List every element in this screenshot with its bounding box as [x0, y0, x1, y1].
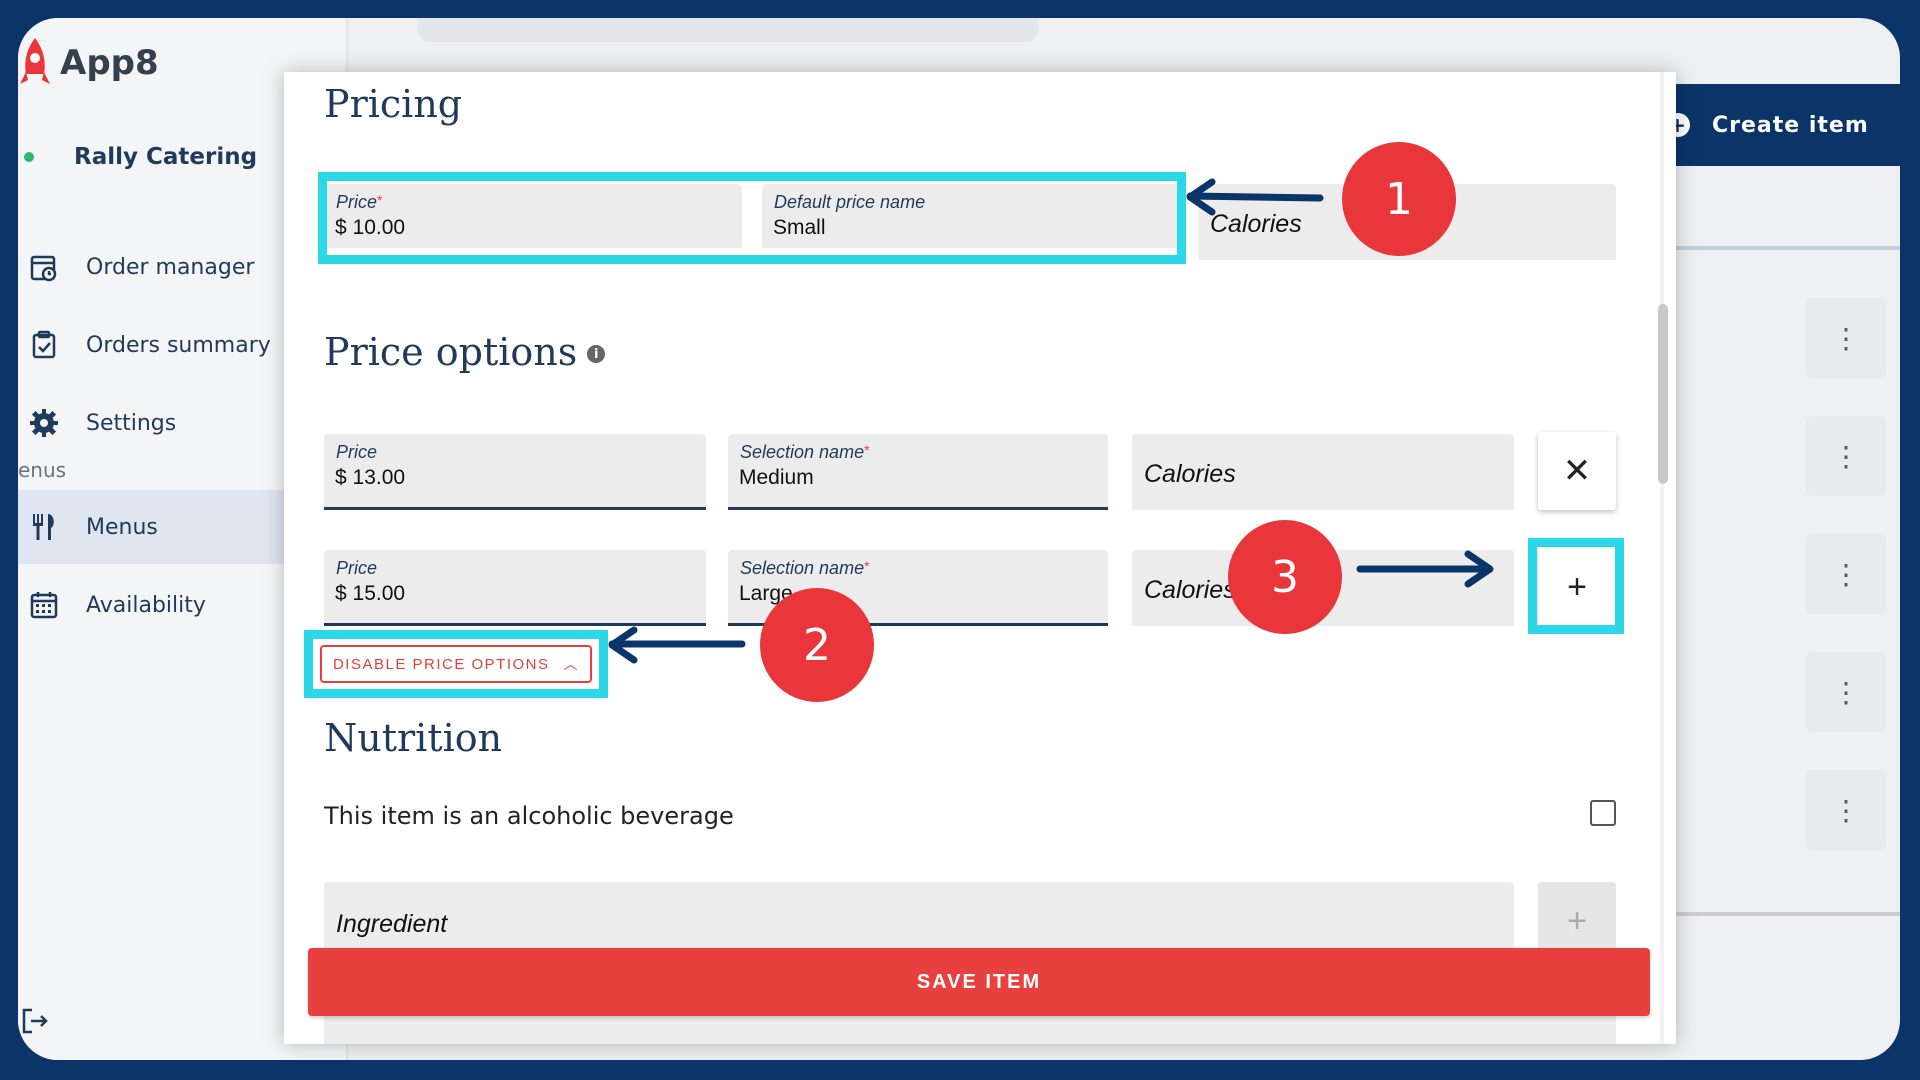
kebab-menu-icon[interactable]: ⋮ — [1806, 770, 1886, 850]
price-options-title: Price options — [324, 330, 578, 374]
selection-name-label: Selection name* — [740, 442, 870, 462]
org-name: Rally Catering — [74, 144, 258, 170]
sidebar-item-order-manager[interactable]: Order manager — [18, 230, 348, 304]
section-label: enus — [18, 458, 67, 482]
highlight-box — [318, 172, 1186, 264]
highlight-box — [1528, 538, 1624, 634]
default-price-name-value: Small — [773, 216, 826, 239]
highlight-box — [304, 630, 608, 698]
status-dot — [24, 152, 34, 162]
close-icon: ✕ — [1562, 452, 1592, 490]
default-price-name-field[interactable]: Default price name Small — [762, 184, 1178, 248]
ingredient-placeholder: Ingredient — [336, 910, 448, 938]
calories-placeholder: Calories — [1144, 460, 1236, 488]
create-item-label: Create item — [1712, 112, 1869, 138]
kebab-menu-icon[interactable]: ⋮ — [1806, 416, 1886, 496]
calendar-clock-icon — [28, 251, 60, 283]
add-option-button[interactable]: + — [1538, 548, 1616, 626]
kebab-menu-icon[interactable]: ⋮ — [1806, 534, 1886, 614]
app-logo: App8 — [18, 36, 159, 90]
remove-option-button[interactable]: ✕ — [1538, 432, 1616, 510]
logout-icon[interactable] — [20, 1006, 50, 1043]
scrollbar-thumb[interactable] — [1658, 304, 1668, 484]
disable-price-options-label: DISABLE PRICE OPTIONS — [332, 655, 550, 673]
alcoholic-label: This item is an alcoholic beverage — [324, 802, 734, 830]
plus-icon: + — [1567, 901, 1587, 940]
fork-knife-icon — [28, 511, 60, 543]
next-field — [324, 1016, 1616, 1044]
option-price-field[interactable]: Price $ 13.00 — [324, 434, 706, 510]
app-name: App8 — [60, 43, 159, 83]
disable-price-options-button[interactable]: DISABLE PRICE OPTIONS ︿ — [320, 645, 592, 683]
price-value: $ 10.00 — [335, 216, 406, 239]
chevron-up-icon: ︿ — [563, 656, 580, 672]
sidebar-item-label: Order manager — [86, 254, 255, 280]
scrollbar-track — [1660, 72, 1664, 1044]
alcoholic-checkbox[interactable] — [1590, 800, 1616, 826]
price-field[interactable]: Price* $ 10.00 — [324, 184, 742, 248]
kebab-menu-icon[interactable]: ⋮ — [1806, 298, 1886, 378]
calendar-grid-icon — [28, 589, 60, 621]
top-bar — [418, 18, 1038, 42]
annotation-badge-1: 1 — [1342, 142, 1456, 256]
sidebar-item-label: Availability — [86, 592, 206, 618]
option-calories-field[interactable]: Calories — [1132, 434, 1514, 510]
option-price-value: $ 13.00 — [335, 466, 406, 489]
option-price-value: $ 15.00 — [335, 582, 406, 605]
price-label: Price* — [336, 192, 383, 212]
save-item-button[interactable]: SAVE ITEM — [308, 948, 1650, 1016]
option-price-label: Price — [336, 558, 378, 578]
default-price-name-label: Default price name — [774, 192, 926, 212]
divider — [1658, 246, 1900, 250]
selection-name-field[interactable]: Selection name* Medium — [728, 434, 1108, 510]
gear-icon — [28, 407, 60, 439]
selection-name-label: Selection name* — [740, 558, 870, 578]
option-price-field[interactable]: Price $ 15.00 — [324, 550, 706, 626]
sidebar-item-label: Orders summary — [86, 332, 271, 358]
create-item-button[interactable]: + Create item — [1650, 84, 1900, 166]
clipboard-check-icon — [28, 329, 60, 361]
option-price-label: Price — [336, 442, 378, 462]
sidebar-item-label: Menus — [86, 514, 158, 540]
sidebar-item-availability[interactable]: Availability — [18, 568, 348, 642]
kebab-menu-icon[interactable]: ⋮ — [1806, 652, 1886, 732]
org-selector[interactable]: Rally Catering — [24, 144, 257, 170]
plus-icon: + — [1567, 567, 1587, 606]
sidebar-item-orders-summary[interactable]: Orders summary — [18, 308, 348, 382]
price-options-heading: Price options i — [324, 330, 606, 374]
selection-name-value: Medium — [739, 466, 814, 489]
sidebar-item-settings[interactable]: Settings — [18, 386, 348, 460]
calories-placeholder: Calories — [1144, 576, 1236, 604]
pricing-heading: Pricing — [324, 82, 463, 126]
annotation-badge-2: 2 — [760, 588, 874, 702]
annotation-badge-3: 3 — [1228, 520, 1342, 634]
sidebar-item-label: Settings — [86, 410, 177, 436]
nutrition-heading: Nutrition — [324, 716, 503, 760]
selection-name-value: Large — [739, 582, 793, 605]
info-icon[interactable]: i — [587, 345, 606, 363]
add-ingredient-button[interactable]: + — [1538, 882, 1616, 960]
app-screen: App8 Rally Catering Order manager Orders… — [18, 18, 1900, 1060]
calories-placeholder: Calories — [1210, 210, 1302, 238]
rocket-icon — [18, 36, 52, 90]
edit-item-modal: Pricing Price* $ 10.00 Default price nam… — [284, 72, 1676, 1044]
divider — [1658, 912, 1900, 916]
